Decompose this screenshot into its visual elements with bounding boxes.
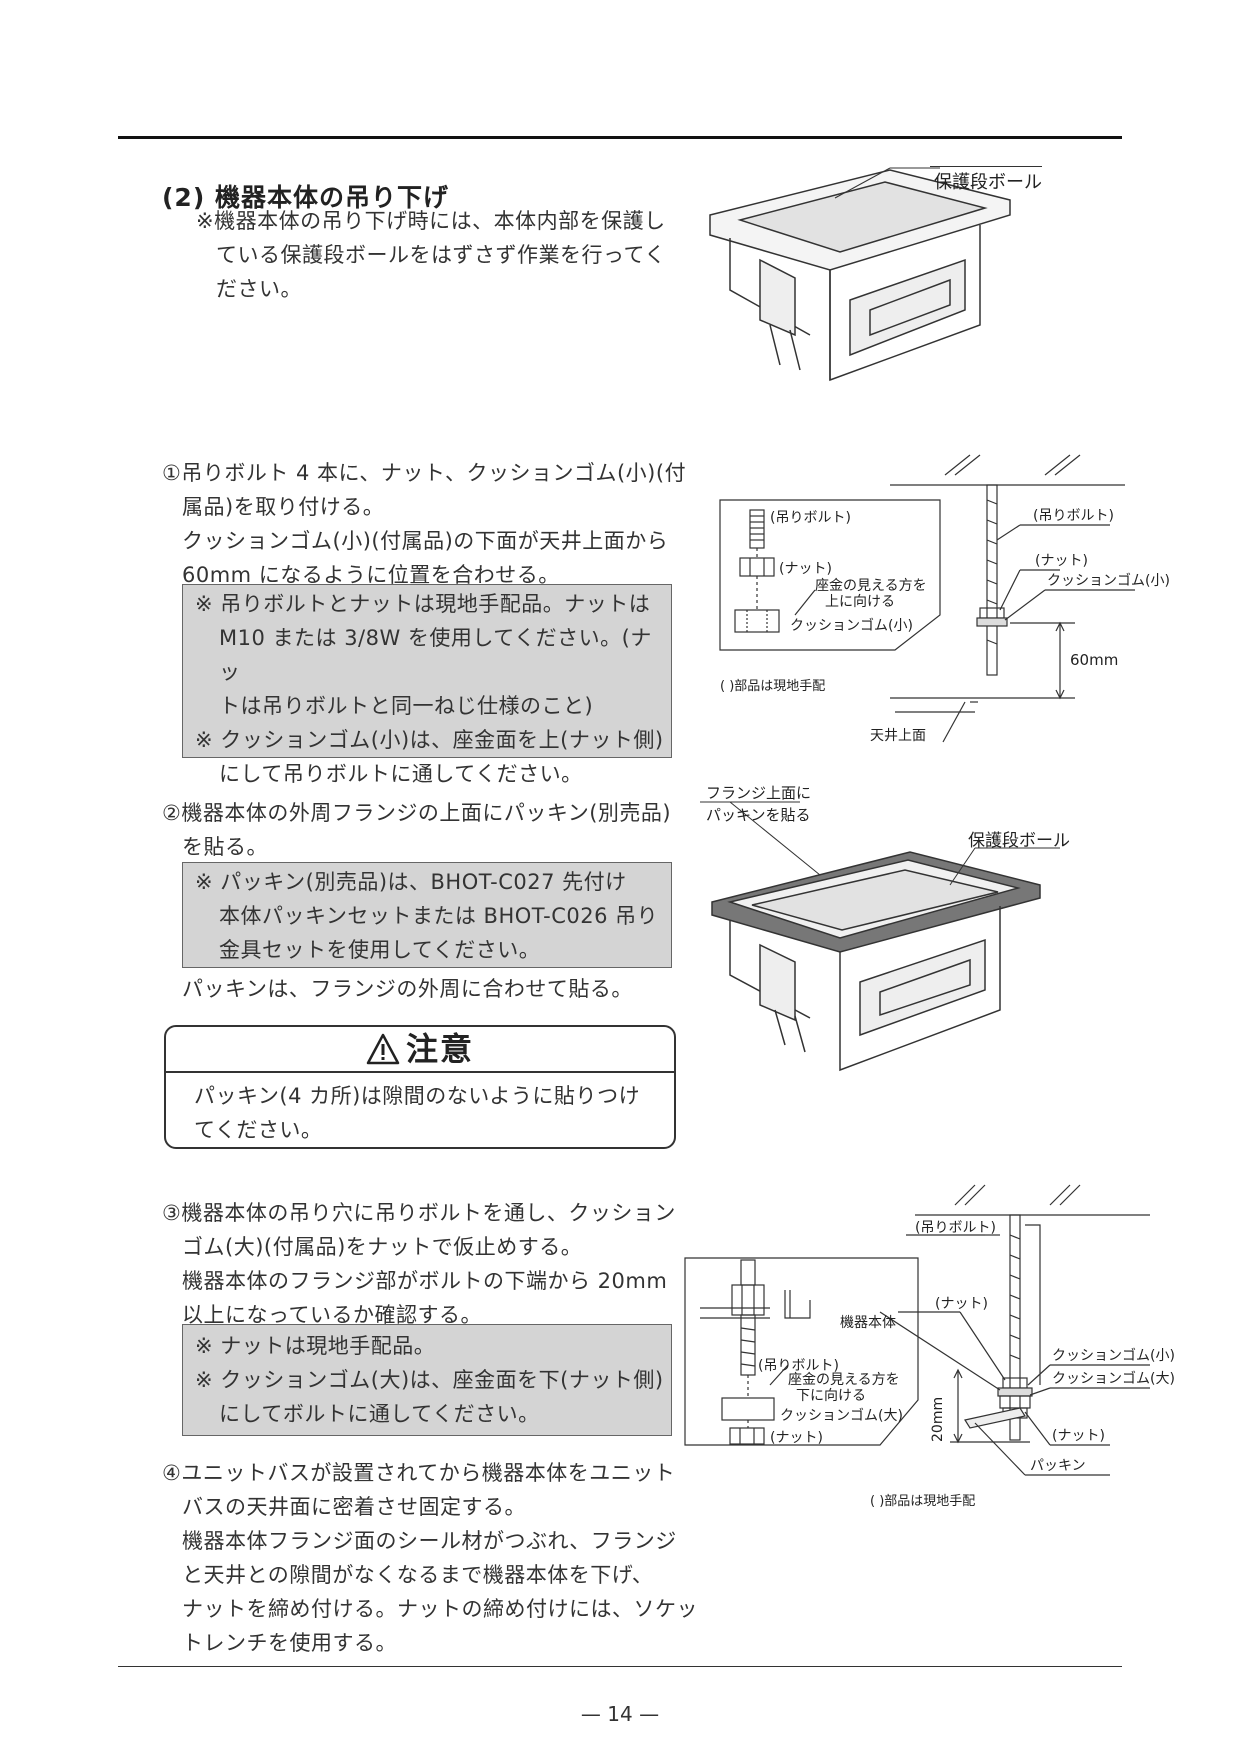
- fig2-nut-right: (ナット): [1035, 553, 1088, 569]
- step-line: 60mm になるように位置を合わせる。: [182, 563, 560, 587]
- intro-line: ※機器本体の吊り下げ時には、本体内部を保護し: [196, 209, 666, 233]
- note-line: ※ クッションゴム(小)は、座金面を上(ナット側): [195, 728, 664, 752]
- fig1-label-underline: [930, 166, 1042, 167]
- step-line: バスの天井面に密着させ固定する。: [182, 1495, 526, 1519]
- step3-text: ③機器本体の吊り穴に吊りボルトを通し、クッション ゴム(大)(付属品)をナットで…: [162, 1196, 676, 1332]
- fig4-nut-right: (ナット): [935, 1296, 988, 1312]
- fig2-dimension: 60mm: [1070, 651, 1118, 669]
- fig4-orient-1: 座金の見える方を: [788, 1372, 900, 1388]
- note-line: にして吊りボルトに通してください。: [219, 762, 583, 786]
- fig1-label: 保護段ボール: [934, 172, 1042, 193]
- fig4-nut-bottom: (ナット): [1052, 1428, 1105, 1444]
- note-line: 金具セットを使用してください。: [219, 938, 541, 962]
- caution-line: てください。: [194, 1118, 323, 1142]
- page-number: — 14 —: [580, 1702, 660, 1726]
- step-line: クッションゴム(小)(付属品)の下面が天井上面から: [182, 529, 669, 553]
- step1-text: ①吊りボルト 4 本に、ナット、クッションゴム(小)(付 属品)を取り付ける。 …: [162, 456, 686, 592]
- fig2-orient-2: 上に向ける: [825, 594, 895, 610]
- fig4-local-note: ( )部品は現地手配: [870, 1494, 975, 1509]
- step-line: トレンチを使用する。: [182, 1631, 397, 1655]
- fig4-bolt-label: (吊りボルト): [758, 1358, 839, 1374]
- fig4-cushion-label: クッションゴム(大): [780, 1407, 903, 1424]
- step-line: ②機器本体の外周フランジの上面にパッキン(別売品): [162, 801, 672, 825]
- fig3-flange-line: フランジ上面に: [706, 784, 812, 802]
- fig2-nut-label: (ナット): [779, 561, 832, 577]
- fig4-bolt-right: (吊りボルト): [915, 1220, 996, 1236]
- top-rule: [118, 136, 1122, 139]
- fig4-cushion-large: クッションゴム(大): [1052, 1370, 1175, 1387]
- fig2-local-note: ( )部品は現地手配: [720, 679, 825, 694]
- fig4-orient-2: 下に向ける: [796, 1388, 866, 1404]
- note-line: ※ クッションゴム(大)は、座金面を下(ナット側): [195, 1368, 664, 1392]
- caution-title: 注意: [405, 1030, 474, 1068]
- caution-header: 注意: [166, 1027, 674, 1073]
- intro-note: ※機器本体の吊り下げ時には、本体内部を保護し ている保護段ボールをはずさず作業を…: [196, 204, 666, 306]
- note-line: M10 または 3/8W を使用してください。(ナッ: [219, 626, 652, 684]
- step-line: ①吊りボルト 4 本に、ナット、クッションゴム(小)(付: [162, 461, 687, 485]
- note-line: トは吊りボルトと同一ねじ仕様のこと): [219, 694, 594, 718]
- caution-box: 注意 パッキン(4 カ所)は隙間のないように貼りつけ てください。: [164, 1025, 676, 1149]
- fig3-label: 保護段ボール: [968, 831, 1070, 851]
- fig2-cushion-label: クッションゴム(小): [790, 617, 913, 634]
- fig4-dimension: 20mm: [930, 1397, 946, 1442]
- note-line: ※ パッキン(別売品)は、BHOT-C027 先付け: [195, 870, 627, 894]
- step2-note-box: ※ パッキン(別売品)は、BHOT-C027 先付け 本体パッキンセットまたは …: [182, 862, 672, 968]
- body-detail-figure: (吊りボルト) (ナット) 機器本体 (吊りボルト) 座金の見える方を 下に向け…: [684, 1184, 1175, 1509]
- fig2-cushion-right: クッションゴム(小): [1047, 572, 1170, 589]
- bolt-detail-figure: (吊りボルト) (ナット) 座金の見える方を 上に向ける クッションゴム(小) …: [719, 454, 1170, 744]
- note-line: ※ 吊りボルトとナットは現地手配品。ナットは: [195, 592, 651, 616]
- unit-figure-2: [700, 801, 1060, 1072]
- note-line: 本体パッキンセットまたは BHOT-C026 吊り: [219, 904, 659, 928]
- step-line: ④ユニットバスが設置されてから機器本体をユニット: [162, 1461, 676, 1485]
- step2-text: ②機器本体の外周フランジの上面にパッキン(別売品) を貼る。: [162, 796, 671, 864]
- fig4-body-label: 機器本体: [840, 1315, 896, 1331]
- unit-figure-1: 保護段ボール: [709, 167, 1042, 382]
- step-line: 以上になっているか確認する。: [182, 1303, 482, 1327]
- fig3-flange-line: パッキンを貼る: [706, 806, 811, 824]
- bottom-rule: [118, 1666, 1122, 1667]
- fig2-ceiling-label: 天井上面: [870, 728, 926, 744]
- intro-line: ださい。: [216, 277, 302, 301]
- fig4-packing-label: パッキン: [1030, 1458, 1086, 1474]
- step1-note-box: ※ 吊りボルトとナットは現地手配品。ナットは M10 または 3/8W を使用し…: [182, 584, 672, 786]
- note-line: にしてボルトに通してください。: [219, 1402, 540, 1426]
- fig2-orient-1: 座金の見える方を: [815, 578, 927, 594]
- step-line: 機器本体のフランジ部がボルトの下端から 20mm: [182, 1269, 668, 1293]
- intro-line: ている保護段ボールをはずさず作業を行ってく: [216, 243, 666, 267]
- fig2-bolt-right: (吊りボルト): [1033, 508, 1114, 524]
- caution-line: パッキン(4 カ所)は隙間のないように貼りつけ: [194, 1084, 641, 1108]
- fig3-flange-note: フランジ上面に パッキンを貼る: [706, 782, 811, 826]
- section-title: (2) 機器本体の吊り下げ: [162, 183, 449, 212]
- step4-text: ④ユニットバスが設置されてから機器本体をユニット バスの天井面に密着させ固定する…: [162, 1456, 698, 1660]
- step-line: を貼る。: [182, 835, 268, 859]
- step3-note-box: ※ ナットは現地手配品。 ※ クッションゴム(大)は、座金面を下(ナット側) に…: [182, 1324, 672, 1436]
- caution-body: パッキン(4 カ所)は隙間のないように貼りつけ てください。: [194, 1079, 640, 1147]
- step-line: 機器本体フランジ面のシール材がつぶれ、フランジ: [182, 1529, 677, 1553]
- step-line: 属品)を取り付ける。: [182, 495, 385, 519]
- fig4-cushion-small: クッションゴム(小): [1052, 1347, 1175, 1364]
- step-line: と天井との隙間がなくなるまで機器本体を下げ、: [182, 1563, 654, 1587]
- note-line: ※ ナットは現地手配品。: [195, 1334, 436, 1358]
- warning-icon: [366, 1033, 400, 1065]
- fig4-nut-label: (ナット): [770, 1430, 823, 1446]
- fig2-bolt-label: (吊りボルト): [770, 510, 851, 526]
- step2-after: パッキンは、フランジの外周に合わせて貼る。: [182, 977, 633, 1001]
- step-line: ナットを締め付ける。ナットの締め付けには、ソケッ: [182, 1597, 698, 1621]
- step-line: ③機器本体の吊り穴に吊りボルトを通し、クッション: [162, 1201, 676, 1225]
- step-line: ゴム(大)(付属品)をナットで仮止めする。: [182, 1235, 583, 1259]
